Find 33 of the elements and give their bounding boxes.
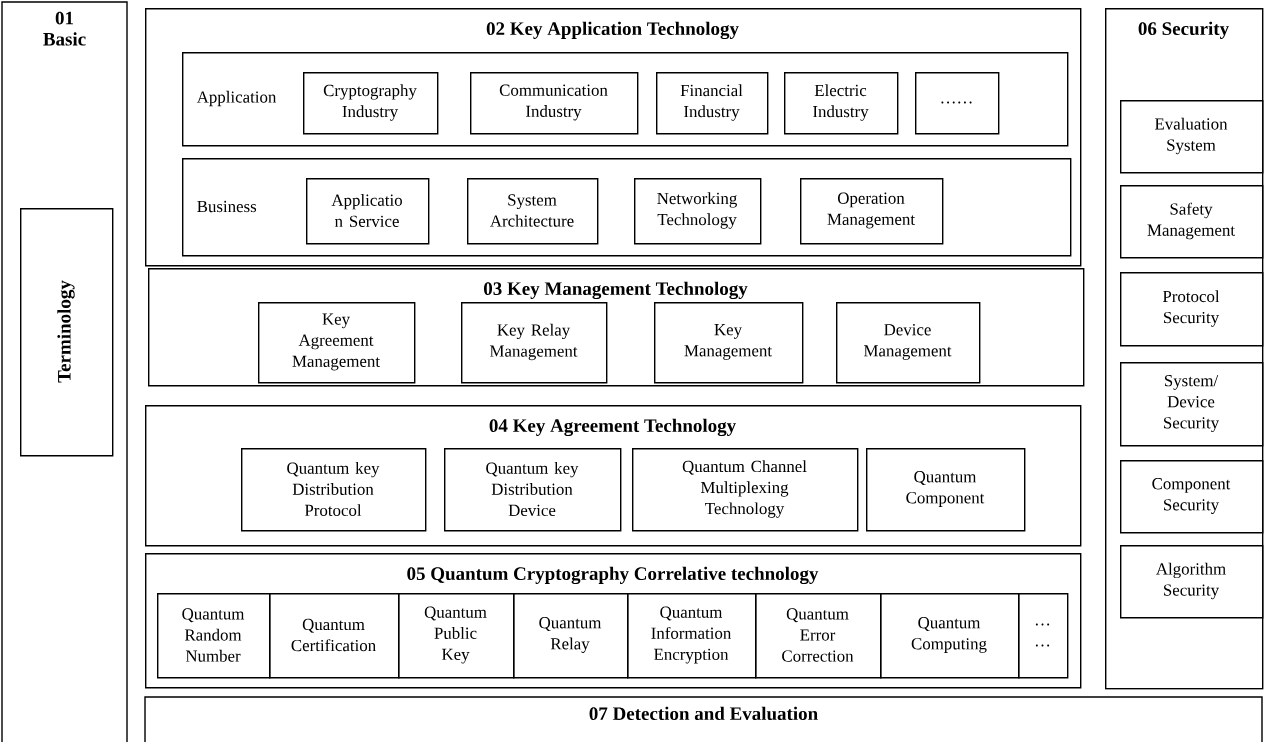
item-box: Applicatio n Service bbox=[306, 178, 430, 245]
item-box: Protocol Security bbox=[1120, 272, 1264, 347]
item-box: Cryptography Industry bbox=[303, 72, 439, 135]
table-cell: Quantum Error Correction bbox=[755, 593, 882, 679]
table-cell: … … bbox=[1018, 593, 1069, 679]
table-cell: Quantum Certification bbox=[269, 593, 400, 679]
item-box: System/ Device Security bbox=[1120, 362, 1264, 447]
item-box: Evaluation System bbox=[1120, 100, 1264, 174]
table-cell: Quantum Random Number bbox=[157, 593, 271, 679]
item-box: …… bbox=[915, 72, 1000, 135]
item-box: Quantum key Distribution Protocol bbox=[241, 448, 427, 532]
table-cell: Quantum Information Encryption bbox=[627, 593, 757, 679]
item-box: Component Security bbox=[1120, 460, 1264, 534]
item-box: Key Management bbox=[654, 302, 804, 384]
item-box: Key Relay Management bbox=[461, 302, 608, 384]
item-box: Quantum key Distribution Device bbox=[444, 448, 622, 532]
item-box: Electric Industry bbox=[784, 72, 899, 135]
item-box: Algorithm Security bbox=[1120, 545, 1264, 619]
item-box: Safety Management bbox=[1120, 185, 1264, 259]
item-box: System Architecture bbox=[467, 178, 599, 245]
table-cell: Quantum Computing bbox=[880, 593, 1020, 679]
table-cell: Quantum Relay bbox=[513, 593, 629, 679]
label-box: Terminology bbox=[20, 208, 114, 457]
table-cell: Quantum Public Key bbox=[398, 593, 515, 679]
item-box: Networking Technology bbox=[634, 178, 762, 245]
item-box: Quantum Component bbox=[866, 448, 1026, 532]
item-box: Communication Industry bbox=[470, 72, 639, 135]
item-box: Operation Management bbox=[800, 178, 944, 245]
item-box: Financial Industry bbox=[656, 72, 769, 135]
item-box: Device Management bbox=[836, 302, 981, 384]
item-box: Quantum Channel Multiplexing Technology bbox=[632, 448, 859, 532]
panel: 07 Detection and Evaluation bbox=[144, 696, 1263, 742]
item-box: Key Agreement Management bbox=[258, 302, 416, 384]
